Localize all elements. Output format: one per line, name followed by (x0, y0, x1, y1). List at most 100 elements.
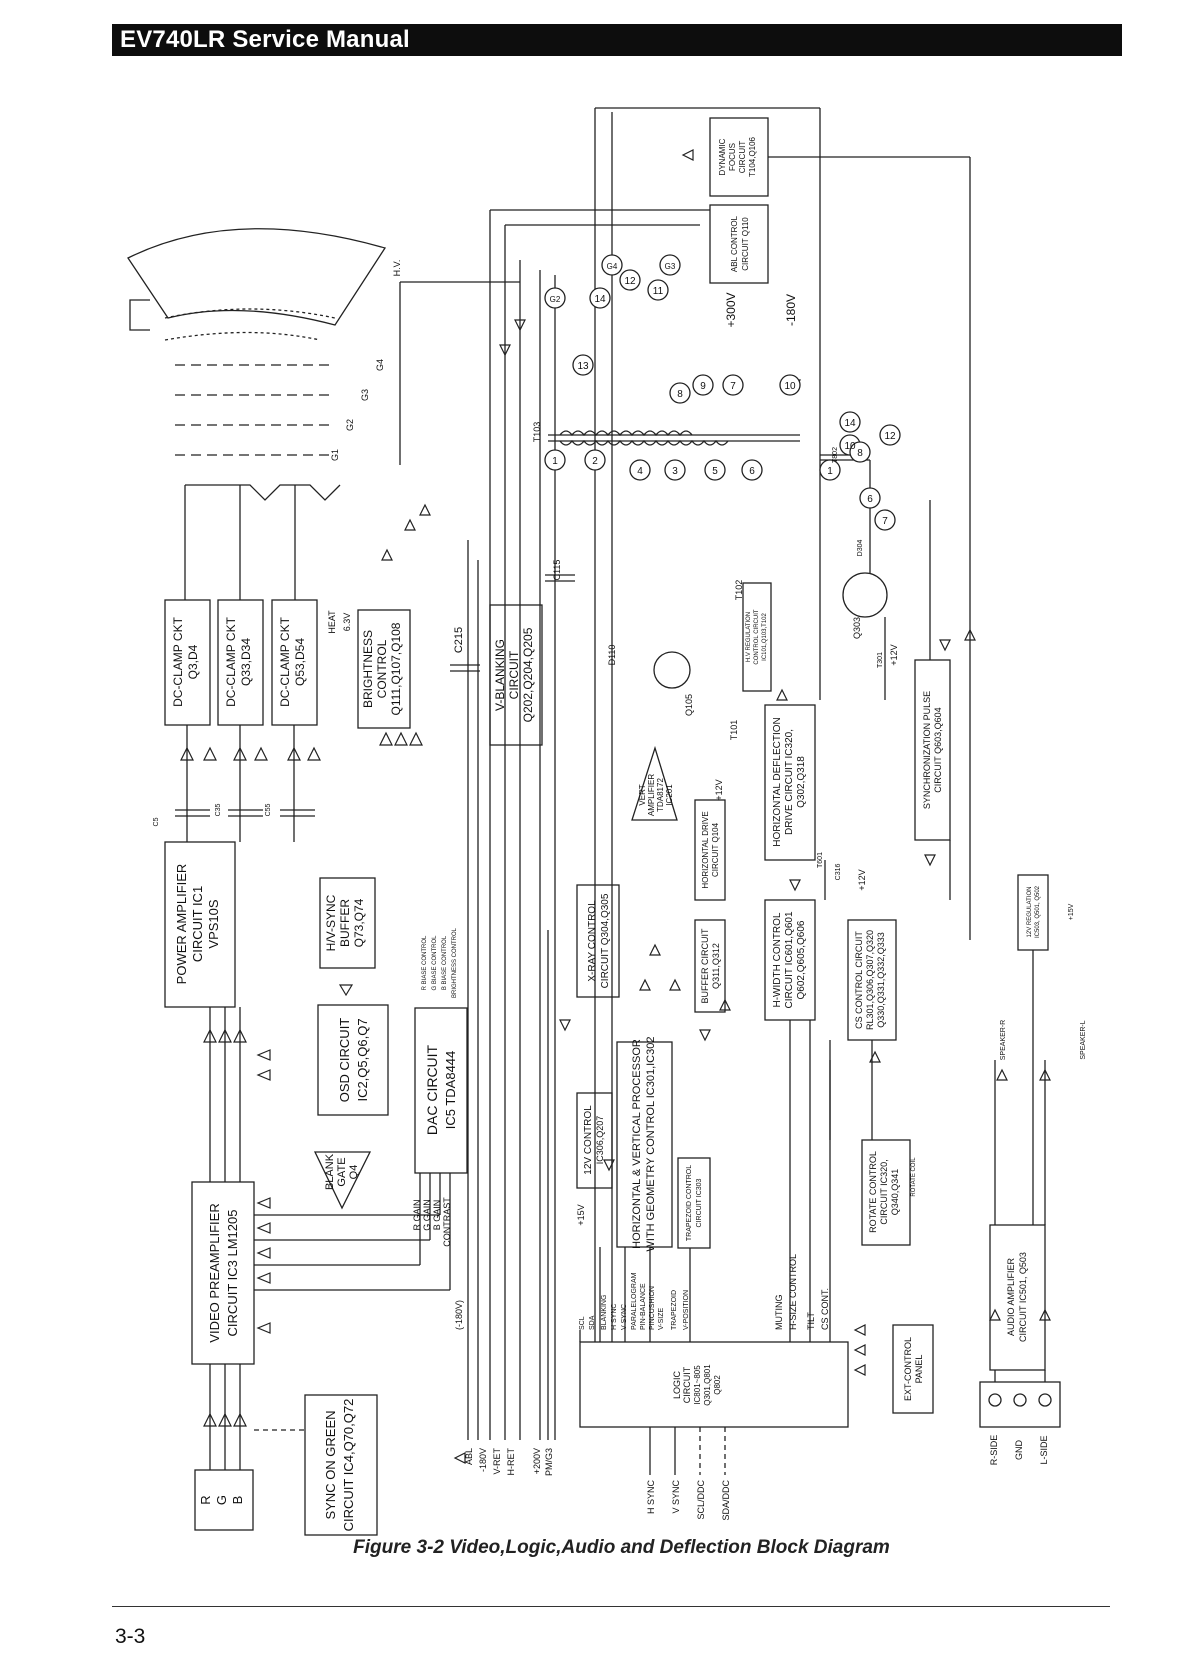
horiz-drive-box (694, 799, 726, 901)
osd-line1: OSD CIRCUIT (337, 1018, 352, 1103)
audio-label: AUDIO AMPLIFIER CIRCUIT IC501, Q503 (1006, 1252, 1028, 1342)
t103-pin-1: 1 (552, 456, 558, 467)
rotate-box (861, 1139, 911, 1246)
xray-line2: CIRCUIT Q304,Q305 (600, 893, 611, 988)
hvreg-line1: H.V REGULATION (746, 612, 752, 662)
hwidth-label: H-WIDTH CONTROL CIRCUIT IC601,Q601 Q602,… (772, 911, 807, 1009)
logic-in-vsync: V SYNC (671, 1480, 681, 1514)
logic-line5: Q802 (713, 1375, 722, 1395)
footer-rule (112, 1606, 1110, 1607)
hvproc-box (616, 1041, 673, 1248)
logic-out-blanking: BLANKING (601, 1295, 608, 1330)
vblank-line3: Q202,Q204,Q205 (521, 627, 535, 722)
grid-circle-g2: G2 (550, 295, 561, 304)
hvreg-line2: CONTROL CIRCUIT (754, 609, 760, 664)
brightness-box (357, 609, 411, 729)
figure-caption: Figure 3-2 Video,Logic,Audio and Deflect… (353, 1537, 890, 1558)
logic-out-pincushion: PINCUSHION (649, 1286, 656, 1330)
label-rotate-coil: ROTATE COIL (911, 1157, 917, 1197)
rgb-b: B (230, 1496, 245, 1505)
label-g3: G3 (360, 389, 370, 401)
grid-circle-g3: G3 (665, 262, 676, 271)
sync-pulse-box (914, 659, 951, 841)
vblank-line1: V-BLANKING (493, 639, 507, 711)
label-heat: HEAT (327, 610, 337, 634)
supply-abl: ABL (464, 1448, 474, 1465)
rotate-line3: Q340,Q341 (890, 1169, 900, 1216)
sync-pulse-label: SYNCHRONIZATION PULSE CIRCUIT Q603,Q604 (922, 691, 943, 809)
trapezoid-line2: CIRCUIT IC303 (696, 1178, 703, 1227)
hwidth-line3: Q602,Q605,Q606 (796, 920, 807, 999)
ext-panel-line2: PANEL (914, 1355, 924, 1384)
blank-gate-line3: Q4 (348, 1165, 360, 1180)
logic-out-tilt: TILT (806, 1312, 816, 1330)
sync-pulse-line2: CIRCUIT Q603,Q604 (933, 707, 943, 792)
video-preamp-line2: CIRCUIT IC3 LM1205 (225, 1210, 240, 1337)
t103-sec-10: 10 (784, 381, 796, 392)
hv-sync-line1: H/V-SYNC (324, 894, 338, 951)
reg12-box (1017, 874, 1049, 951)
dc-clamp-3-line2: Q53,D54 (293, 638, 307, 686)
vert-amp-shape (631, 745, 678, 821)
power-amp-line1: POWER AMPLIFIER (174, 864, 189, 985)
manual-title: EV740LR Service Manual (120, 26, 410, 53)
abl-label: ABL CONTROL CIRCUIT Q110 (730, 215, 750, 272)
label-l-side: L-SIDE (1039, 1435, 1049, 1464)
trapezoid-box (677, 1157, 711, 1249)
logic-out-pinbalance: PIN-BALANCE (640, 1283, 647, 1330)
logic-in-hsync: H SYNC (646, 1480, 656, 1515)
reg12-line2: IC503, Q501, Q502 (1035, 885, 1041, 938)
hwidth-line2: CIRCUIT IC601,Q601 (784, 911, 795, 1009)
label-speaker-r: SPEAKER-R (1000, 1020, 1007, 1060)
label-c316: C316 (835, 864, 842, 881)
cs-label: CS CONTROL CIRCUIT RL301,Q306,Q307,Q320 … (854, 930, 886, 1030)
logic-out-vsize: V-SIZE (658, 1307, 665, 1330)
sync-green-label: SYNC ON GREEN CIRCUIT IC4,Q70,Q72 (323, 1399, 356, 1532)
t103-pin-2: 2 (592, 456, 598, 467)
osd-label: OSD CIRCUIT IC2,Q5,Q6,Q7 (337, 1018, 370, 1103)
t802-pin-6: 6 (867, 494, 873, 505)
vert-amp-line4: IC201 (665, 784, 674, 806)
supply-neg180: -180V (478, 1448, 488, 1472)
label-c215: C215 (453, 627, 465, 653)
logic-line2: CIRCUIT (682, 1366, 692, 1403)
dac-box (414, 1007, 468, 1174)
buffer-box (694, 919, 726, 1013)
label-g2: G2 (345, 419, 355, 431)
logic-in-sda: SDA/DDC (721, 1480, 731, 1521)
supply-200v: +200V (532, 1448, 542, 1474)
label-t301: T301 (877, 652, 884, 668)
hv-sync-line3: Q73,Q74 (352, 898, 366, 947)
dc-clamp-1-label: DC-CLAMP CKT Q3,D4 (171, 616, 200, 706)
label-12v-b: +12V (889, 644, 899, 665)
abl-box (709, 204, 769, 284)
xray-line1: X-RAY CONTROL (587, 900, 598, 982)
ctrl12-line2: IC306,Q207 (595, 1116, 605, 1165)
dac-out-g: G BIASE CONTROL (432, 935, 438, 991)
logic-out-scl: SCL (579, 1316, 586, 1330)
rotate-line1: ROTATE CONTROL (868, 1151, 878, 1233)
vert-amp-line1: VERT (638, 784, 647, 805)
logic-label: LOGIC CIRCUIT IC801~805 Q301,Q801 Q802 (672, 1364, 722, 1406)
sync-green-line1: SYNC ON GREEN (323, 1410, 338, 1519)
ext-panel-box (892, 1324, 934, 1414)
t103-pin-3: 3 (672, 466, 678, 477)
label-q105: Q105 (684, 694, 694, 716)
logic-line1: LOGIC (672, 1371, 682, 1400)
label-c5: C5 (153, 817, 160, 826)
cs-line1: CS CONTROL CIRCUIT (854, 931, 864, 1029)
dac-out-brightness: BRIGHTNESS CONTROL (452, 927, 458, 998)
focus-pin-12: 12 (624, 276, 636, 287)
hv-sync-line2: BUFFER (338, 899, 352, 947)
blank-gate-line2: GATE (336, 1157, 348, 1186)
label-180v: -180V (784, 294, 798, 326)
label-q303: Q303 (852, 617, 862, 639)
label-300v: +300V (724, 292, 738, 327)
label-15v-b: +15V (1068, 903, 1075, 920)
video-preamp-label: VIDEO PREAMPLIFIER CIRCUIT IC3 LM1205 (207, 1203, 240, 1342)
power-amp-line3: VPS10S (206, 899, 221, 948)
dc-clamp-2-line1: DC-CLAMP CKT (224, 616, 238, 706)
dac-line2: IC5 TDA8444 (443, 1051, 458, 1130)
dynfocus-line3: CIRCUIT (738, 141, 747, 174)
